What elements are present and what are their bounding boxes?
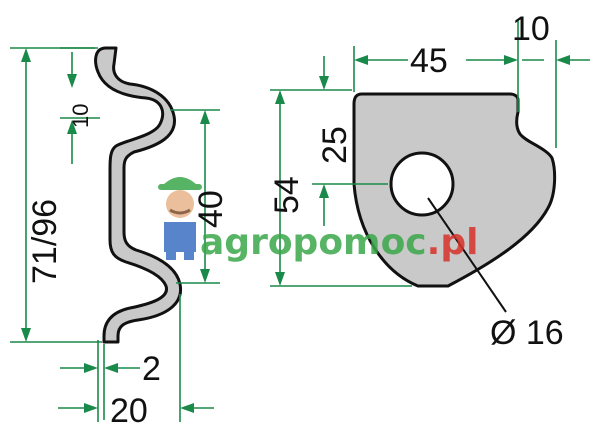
label-hole-top-offset: 25 — [316, 126, 354, 164]
watermark-tld: .pl — [427, 222, 479, 263]
label-thickness: 2 — [142, 350, 161, 388]
label-total-height: 71/96 — [26, 199, 64, 284]
dim-total-height: 71/96 — [10, 47, 102, 343]
farmer-mascot-icon — [158, 177, 202, 260]
bent-profile-part — [94, 46, 183, 344]
dim-inner-height: 40 — [170, 109, 230, 284]
mounting-hole — [389, 151, 455, 217]
dim-top-offset: 10 — [60, 47, 100, 164]
dim-hole-top-offset: 25 — [270, 56, 388, 226]
dim-plate-width: 45 — [353, 20, 519, 112]
watermark-main: agropomoc — [200, 222, 427, 263]
dim-plate-right-offset: 10 — [512, 10, 590, 148]
dim-thickness: 2 — [60, 340, 161, 422]
dim-hole-diameter: Ø 16 — [427, 197, 564, 352]
label-hole-diameter: Ø 16 — [490, 314, 564, 352]
plate-part — [352, 92, 557, 288]
label-top-offset: 10 — [68, 104, 93, 128]
label-plate-width: 45 — [410, 42, 448, 80]
dim-plate-height: 54 — [268, 90, 412, 287]
label-inner-height: 40 — [192, 190, 230, 228]
watermark-text: agropomoc.pl — [200, 222, 478, 263]
watermark-logo: agropomoc.pl — [158, 177, 478, 263]
dim-profile-width: 20 — [58, 294, 214, 430]
label-profile-width: 20 — [110, 392, 148, 430]
label-plate-right-offset: 10 — [512, 10, 550, 48]
label-plate-height: 54 — [268, 176, 306, 214]
